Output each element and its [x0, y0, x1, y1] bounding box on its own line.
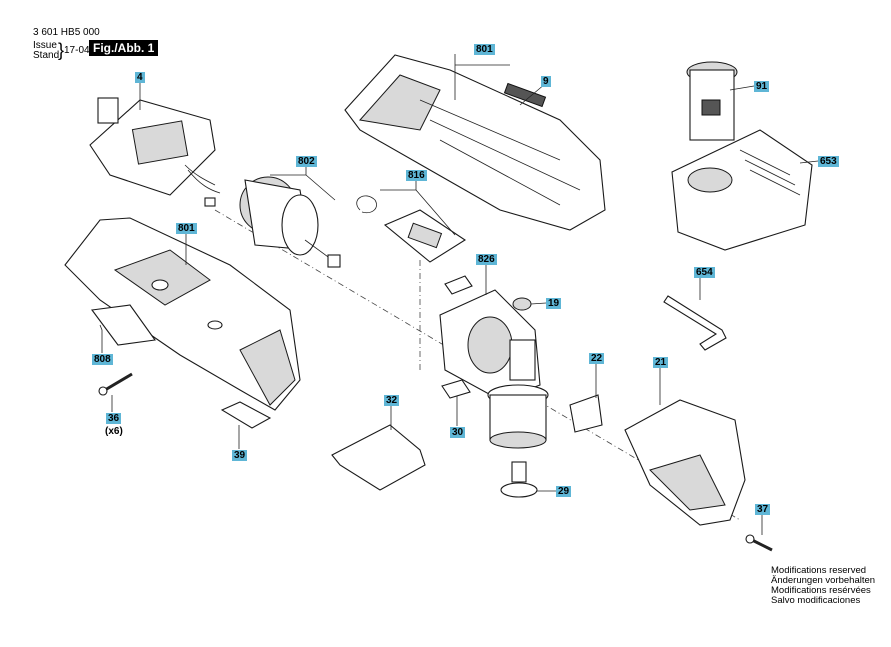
- document-number: 3 601 HB5 000: [33, 27, 100, 38]
- quantity-note-36: (x6): [105, 426, 123, 437]
- leader-653: [799, 160, 819, 164]
- front-cap-part-21: [624, 399, 746, 526]
- leader-801-upper: [454, 54, 510, 100]
- callout-653: 653: [818, 156, 839, 167]
- motor-part-802: [239, 176, 341, 268]
- leader-802: [270, 166, 336, 201]
- electronics-module-part-4: [89, 97, 221, 207]
- clip-part-30-upper: [444, 275, 473, 295]
- callout-36: 36: [106, 413, 122, 424]
- modifications-es: Salvo modificaciones: [771, 595, 861, 606]
- callout-30: 30: [450, 427, 466, 438]
- screw-part-36: [98, 372, 133, 396]
- screw-part-37: [745, 534, 773, 552]
- callout-37: 37: [755, 504, 771, 515]
- leader-808: [99, 324, 103, 353]
- figure-title: Fig./Abb. 1: [89, 40, 159, 56]
- leader-9: [519, 83, 546, 106]
- callout-802: 802: [296, 156, 317, 167]
- hex-key-part-654: [663, 295, 727, 351]
- housing-half-part-801-upper: [344, 54, 606, 231]
- callout-29: 29: [556, 486, 572, 497]
- switch-part-816: [356, 195, 467, 263]
- callout-816: 816: [406, 170, 427, 181]
- callout-801-lower: 801: [176, 223, 197, 234]
- leader-91: [729, 85, 755, 91]
- spindle-assembly: [487, 384, 549, 449]
- label-part-808: [91, 304, 156, 346]
- charger-part-653: [671, 129, 813, 251]
- callout-91: 91: [754, 81, 770, 92]
- issue-date: 17-04-05: [64, 45, 105, 56]
- leader-816: [380, 180, 456, 236]
- leader-19: [530, 302, 547, 305]
- battery-part-91: [686, 61, 738, 141]
- issue-label: Issue: [33, 40, 57, 51]
- modifications-fr: Modifications resérvées: [771, 585, 871, 596]
- modifications-notice: Modifications reserved Änderungen vorbeh…: [771, 566, 875, 606]
- label-part-39: [220, 401, 272, 429]
- gear-housing-part-826: [439, 289, 541, 401]
- callout-801-upper: 801: [474, 44, 495, 55]
- callout-39: 39: [232, 450, 248, 461]
- callout-21: 21: [653, 357, 669, 368]
- callout-32: 32: [384, 395, 400, 406]
- clip-part-30-lower: [441, 379, 471, 399]
- callout-654: 654: [694, 267, 715, 278]
- callout-22: 22: [589, 353, 605, 364]
- callout-4: 4: [135, 72, 145, 83]
- callout-19: 19: [546, 298, 562, 309]
- modifications-de: Änderungen vorbehalten: [771, 575, 876, 586]
- callout-826: 826: [476, 254, 497, 265]
- modifications-en: Modifications reserved: [771, 565, 867, 576]
- stand-label: Stand: [33, 50, 60, 61]
- clamp-screw-part-29: [500, 461, 538, 498]
- callout-808: 808: [92, 354, 113, 365]
- cap-part-19: [512, 297, 532, 311]
- ring-part-22: [569, 394, 603, 433]
- bracket-part-32: [331, 424, 426, 491]
- header-brace: }: [58, 40, 65, 60]
- callout-9: 9: [541, 76, 551, 87]
